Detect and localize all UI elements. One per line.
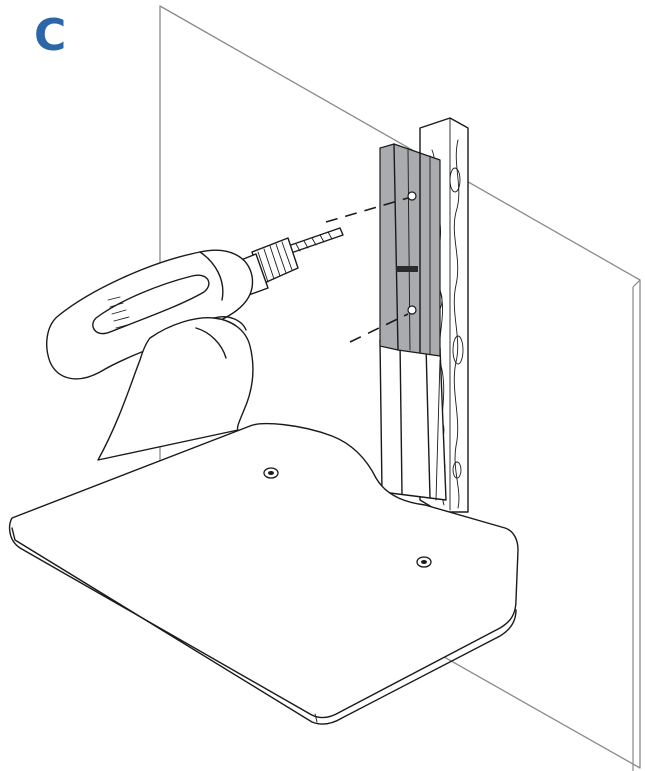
drill-guide-line	[349, 313, 409, 343]
hand-icon	[97, 316, 254, 461]
rail-bracket	[396, 266, 418, 272]
mounting-rail	[379, 143, 441, 357]
support-column	[379, 339, 447, 501]
drill-guide-line	[325, 197, 409, 223]
mounting-screw-icon	[416, 556, 432, 568]
shelf-plate	[8, 422, 519, 725]
mounting-screw-icon	[263, 467, 279, 479]
screw-hole-icon	[407, 305, 417, 315]
step-label: C	[34, 10, 67, 61]
screw-hole-icon	[407, 191, 417, 201]
